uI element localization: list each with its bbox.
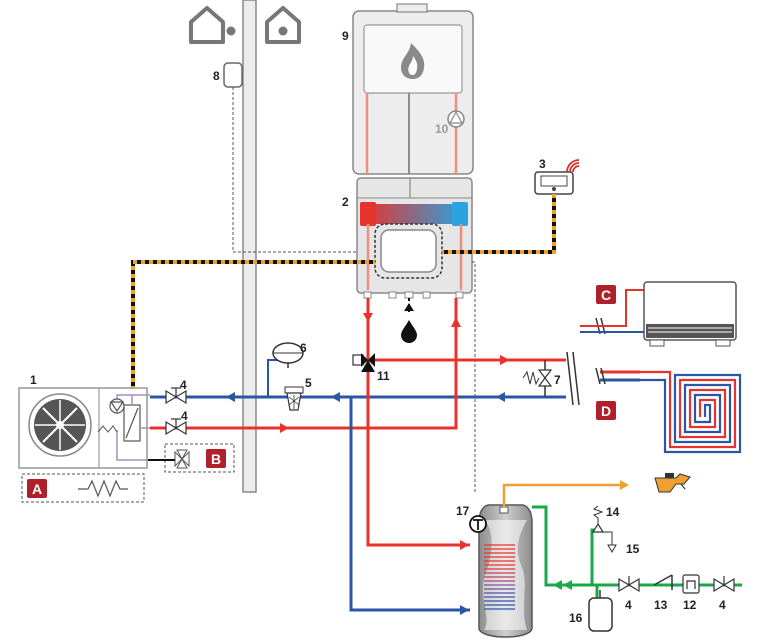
label-14: 14 bbox=[606, 505, 620, 519]
badge-b bbox=[206, 449, 226, 468]
flame-icon bbox=[401, 43, 425, 79]
label-10: 10 bbox=[435, 122, 449, 136]
label-8: 8 bbox=[213, 69, 220, 83]
label-12: 12 bbox=[683, 598, 697, 612]
indoor-house-icon bbox=[189, 6, 236, 44]
label-13: 13 bbox=[654, 598, 668, 612]
outdoor-house-icon bbox=[265, 6, 301, 44]
cold-return-pipe bbox=[150, 378, 640, 399]
badge-a-label: A bbox=[32, 481, 42, 497]
header-cold-end bbox=[452, 202, 468, 226]
label-15: 15 bbox=[626, 542, 640, 556]
radiator-fan-coil bbox=[643, 281, 737, 347]
badge-b-label: B bbox=[211, 451, 221, 467]
flow-arrows bbox=[226, 313, 510, 615]
label-4-a: 4 bbox=[180, 378, 187, 392]
backup-heater-zigzag bbox=[97, 425, 118, 433]
condensate-drop-icon bbox=[401, 320, 417, 343]
bypass-valve bbox=[522, 360, 553, 397]
control-board bbox=[380, 229, 437, 273]
boiler-flue bbox=[396, 3, 428, 13]
control-board-outline bbox=[374, 223, 443, 279]
label-11: 11 bbox=[377, 369, 390, 383]
heater-element-icon bbox=[78, 479, 128, 498]
non-return-valve-13 bbox=[653, 574, 673, 590]
label-4-b: 4 bbox=[181, 409, 188, 423]
wall bbox=[242, 0, 257, 493]
expansion-vessel bbox=[272, 342, 304, 368]
boiler-pump-icon bbox=[447, 110, 465, 128]
condensate-arrow bbox=[404, 303, 414, 311]
label-16: 16 bbox=[569, 611, 583, 625]
control-cable bbox=[131, 194, 556, 390]
temperature-sensor-icon bbox=[469, 515, 487, 533]
magnetic-filter bbox=[284, 386, 304, 411]
outdoor-sensor bbox=[223, 62, 243, 88]
isolation-valve bbox=[713, 576, 735, 593]
underfloor-heating-coil bbox=[640, 370, 742, 454]
sensor-cable bbox=[232, 87, 360, 253]
isolation-valve bbox=[165, 418, 187, 436]
expansion-tank-16 bbox=[588, 590, 613, 632]
label-17: 17 bbox=[456, 504, 470, 518]
pressure-reducer-12 bbox=[682, 574, 700, 594]
label-6: 6 bbox=[300, 341, 307, 355]
label-7: 7 bbox=[554, 373, 561, 387]
badge-c-label: C bbox=[601, 287, 611, 303]
three-way-valve bbox=[352, 353, 375, 372]
safety-valve-14 bbox=[591, 505, 617, 554]
label-4-d: 4 bbox=[719, 598, 726, 612]
isolation-valve bbox=[618, 576, 640, 593]
tank-highlight bbox=[482, 520, 527, 630]
isolation-valve bbox=[165, 387, 187, 405]
wifi-icon bbox=[566, 159, 580, 173]
outdoor-pump-icon bbox=[109, 398, 125, 414]
badge-a bbox=[27, 479, 47, 498]
label-1: 1 bbox=[30, 373, 37, 387]
diverter-valve-icon bbox=[174, 449, 190, 469]
badge-c bbox=[596, 285, 616, 304]
header-hot-end bbox=[360, 202, 376, 226]
dhw-outlet-pipe bbox=[502, 483, 620, 507]
label-2: 2 bbox=[342, 195, 349, 209]
tank-return-pipe bbox=[349, 397, 470, 612]
tank-coil bbox=[484, 544, 515, 610]
label-4-c: 4 bbox=[625, 598, 632, 612]
label-9: 9 bbox=[342, 29, 349, 43]
label-5: 5 bbox=[305, 376, 312, 390]
module-connectors bbox=[363, 291, 464, 299]
badge-d-label: D bbox=[601, 403, 611, 419]
badge-d bbox=[596, 401, 616, 420]
label-3: 3 bbox=[539, 157, 546, 171]
low-loss-header bbox=[362, 204, 466, 224]
tap-icon bbox=[654, 473, 691, 493]
fan-icon bbox=[28, 393, 92, 457]
hot-flow-pipe bbox=[150, 298, 640, 547]
